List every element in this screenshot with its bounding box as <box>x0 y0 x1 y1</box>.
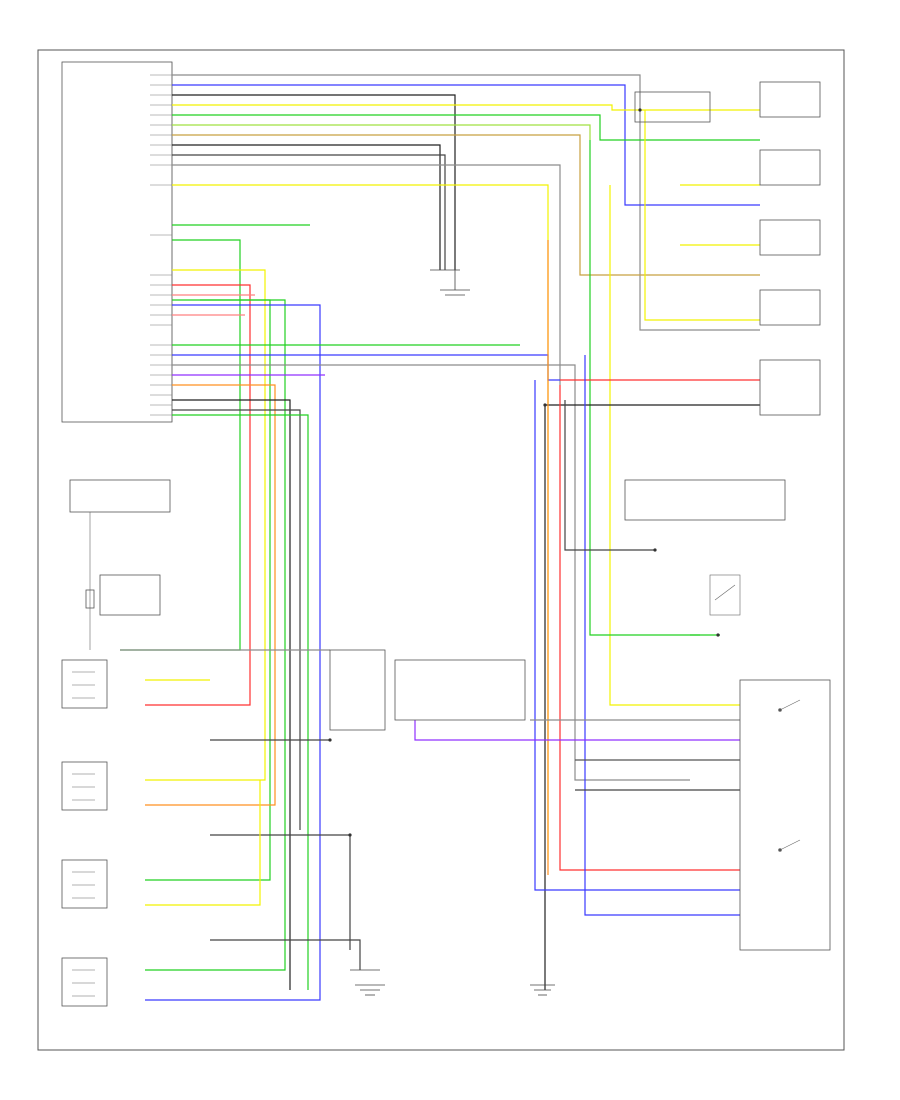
wire-dark-8 <box>564 400 655 551</box>
wire-yellow-7 <box>145 269 266 781</box>
ground-g101 <box>430 269 470 296</box>
diagram-frame <box>37 49 845 1051</box>
wire-blue-2 <box>145 304 321 1001</box>
abs-control-unit <box>61 61 173 423</box>
wire-dark-2 <box>172 144 441 270</box>
relay-switches <box>778 699 801 852</box>
center-connector <box>329 649 386 731</box>
right-components <box>624 81 831 951</box>
wire-gray-3 <box>172 364 690 781</box>
abs-fail-relay <box>739 679 831 951</box>
wire-dark-12 <box>210 834 351 950</box>
wire-gray-2 <box>172 164 561 385</box>
wire-yellow-1 <box>172 104 760 111</box>
wire-blue-1 <box>172 84 760 206</box>
wire-dark-3 <box>172 154 446 270</box>
wire-dark-4 <box>172 399 291 990</box>
rr-sensor <box>61 957 108 1007</box>
wire-yellow-2 <box>172 184 549 860</box>
wire-green-1 <box>172 114 760 141</box>
abs-pin-stubs <box>150 74 172 416</box>
wire-yellow-3 <box>609 185 740 706</box>
lf-sensor <box>61 659 108 709</box>
wire-dark-5 <box>172 409 301 830</box>
wire-green-8 <box>172 414 309 990</box>
wire-dark-13 <box>210 939 361 970</box>
wire-green-4 <box>589 140 700 636</box>
wire-orange-1 <box>145 384 276 806</box>
wire-gray-1 <box>172 74 760 331</box>
brake-switch <box>709 574 741 616</box>
wire-group <box>120 74 760 1001</box>
lr-sensor <box>61 859 108 909</box>
wire-yellow-9 <box>145 780 261 906</box>
rf-sensor <box>61 761 108 811</box>
fuse-block <box>69 479 171 650</box>
wire-blue-5 <box>584 355 740 916</box>
wire-red-3 <box>559 385 740 871</box>
wire-blue-4 <box>534 380 740 891</box>
wire-green-6 <box>145 299 271 881</box>
junction-dots <box>328 108 720 837</box>
wire-purple-2 <box>414 720 740 741</box>
ground-g103 <box>530 984 555 996</box>
wire-green-3 <box>120 239 241 651</box>
ground-g102 <box>350 969 385 996</box>
wire-red-1 <box>145 284 251 706</box>
wire-dark-1 <box>172 94 456 270</box>
wire-yellow-4 <box>644 110 760 321</box>
wire-blue-3 <box>172 354 560 381</box>
wire-lightgreen-1 <box>172 124 591 140</box>
junction-box <box>394 659 526 721</box>
wire-tan-1 <box>172 134 760 276</box>
